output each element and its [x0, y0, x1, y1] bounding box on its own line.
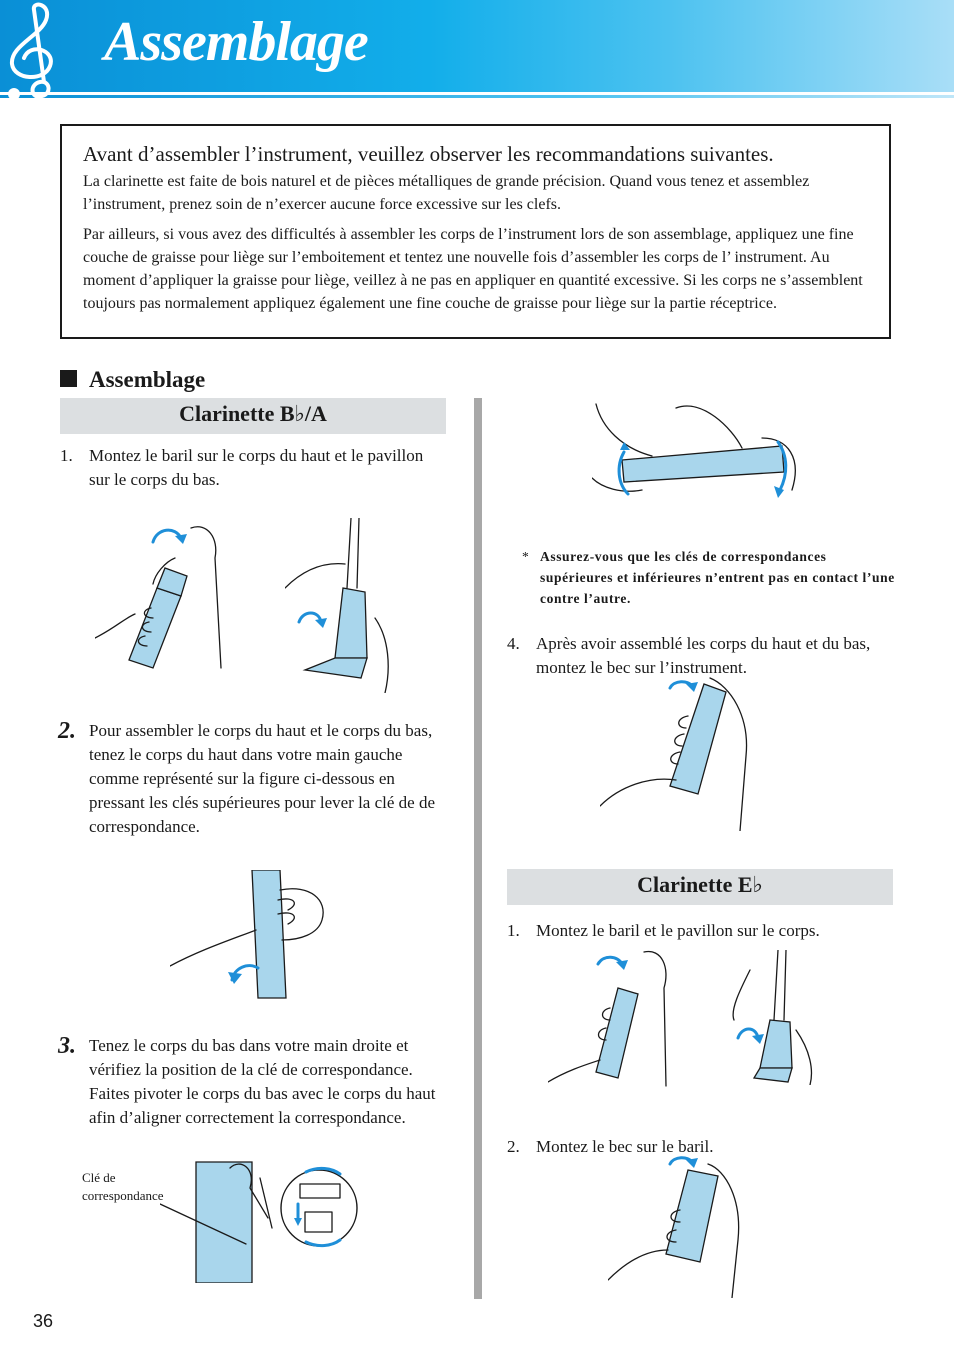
step-number: 4.	[507, 634, 520, 653]
notice-box: Avant d’assembler l’instrument, veuillez…	[60, 124, 891, 339]
step-number: 2.	[58, 718, 76, 744]
step-1-bflat: 1. Montez le baril sur le corps du haut …	[60, 444, 440, 492]
section-heading: Assemblage	[60, 367, 205, 393]
step-2-bflat: Pour assembler le corps du haut et le co…	[60, 719, 444, 839]
step-number: 1.	[507, 921, 520, 940]
subheading-bflat: Clarinette B♭/A	[179, 401, 327, 426]
step-text: Après avoir assemblé les corps du haut e…	[536, 634, 871, 677]
eflat-mouthpiece-illustration	[608, 1156, 740, 1298]
eflat-barrel-illustration	[548, 950, 667, 1087]
step-number: 3.	[58, 1033, 76, 1059]
barrel-assembly-illustration	[95, 526, 222, 669]
key-alignment-illustration	[160, 1161, 358, 1283]
notice-heading: Avant d’assembler l’instrument, veuillez…	[83, 142, 774, 166]
section-title: Assemblage	[89, 367, 206, 392]
step-number: 2.	[507, 1137, 520, 1156]
treble-clef-icon	[8, 2, 53, 100]
page-number: 36	[33, 1311, 54, 1331]
mouthpiece-mount-illustration	[600, 677, 748, 831]
notice-paragraph: La clarinette est faite de bois naturel …	[83, 173, 810, 213]
step-1-eflat: 1. Montez le baril et le pavillon sur le…	[507, 919, 893, 943]
eflat-bell-illustration	[732, 950, 813, 1085]
note-asterisk: *	[522, 549, 530, 564]
header-banner	[0, 0, 954, 92]
step-text: Montez le baril sur le corps du haut et …	[89, 446, 424, 489]
step-text: Montez le baril et le pavillon sur le co…	[536, 921, 820, 940]
step-text: Montez le bec sur le baril.	[536, 1137, 714, 1156]
step-4-bflat: 4. Après avoir assemblé les corps du hau…	[507, 632, 887, 680]
step-2-eflat: 2. Montez le bec sur le baril.	[507, 1135, 893, 1159]
subheading-bar-bflat: Clarinette B♭/A	[60, 398, 446, 434]
joint-rotation-illustration	[592, 403, 796, 498]
bell-assembly-illustration	[285, 518, 389, 693]
bullet-square-icon	[60, 370, 77, 387]
notice-paragraph: Par ailleurs, si vous avez des difficult…	[83, 226, 863, 312]
illustration-caption: Clé de correspondance	[82, 1170, 164, 1203]
step-3-bflat: Tenez le corps du bas dans votre main dr…	[60, 1034, 450, 1130]
column-divider	[474, 398, 482, 1299]
subheading-eflat: Clarinette E♭	[637, 872, 763, 897]
step-number: 1.	[60, 446, 73, 465]
step-text: Pour assembler le corps du haut et le co…	[89, 721, 435, 836]
header-rule	[0, 95, 954, 98]
upper-joint-hold-illustration	[170, 870, 324, 999]
subheading-bar-eflat: Clarinette E♭	[507, 869, 893, 905]
step-text: Tenez le corps du bas dans votre main dr…	[89, 1036, 436, 1127]
assembly-note: * Assurez-vous que les clés de correspon…	[522, 546, 900, 609]
note-text: Assurez-vous que les clés de corresponda…	[540, 549, 895, 606]
page-title: Assemblage	[104, 11, 369, 73]
